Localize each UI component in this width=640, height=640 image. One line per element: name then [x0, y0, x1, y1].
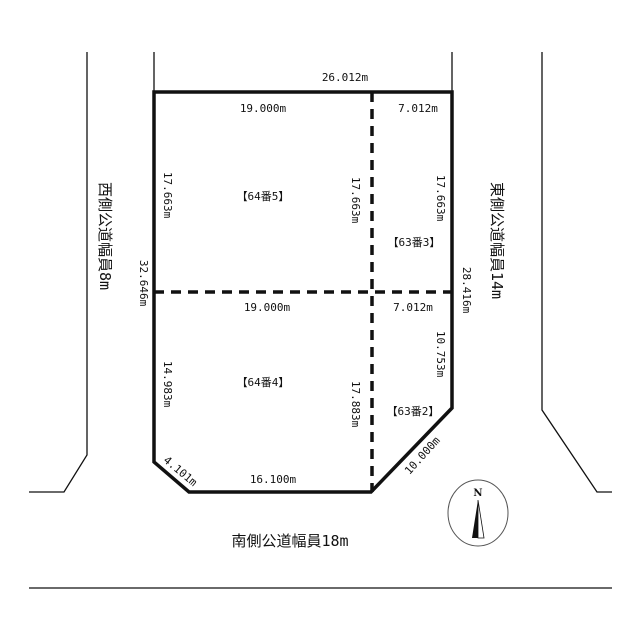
dim-top-total: 26.012m — [322, 71, 369, 84]
west-road-label: 西側公道幅員8m — [96, 182, 114, 290]
dim-mid-east: 7.012m — [393, 301, 433, 314]
north-compass-icon: N — [447, 479, 509, 547]
dim-east-lower: 10.753m — [434, 331, 447, 378]
dim-bottom: 16.100m — [250, 473, 297, 486]
compass-north-label: N — [473, 488, 482, 499]
dim-east-total: 28.416m — [460, 267, 473, 314]
lot-label-64-5: 【64番5】 — [237, 190, 290, 203]
lot-label-64-4: 【64番4】 — [237, 376, 290, 389]
dim-west-total: 32.646m — [137, 260, 150, 307]
dim-top-east: 7.012m — [398, 102, 438, 115]
lot-label-63-2: 【63番2】 — [387, 405, 440, 418]
lot-label-63-3: 【63番3】 — [388, 236, 441, 249]
dim-center-upper: 17.663m — [349, 177, 362, 224]
east-road-label: 東側公道幅員14m — [488, 182, 506, 299]
west-road-edge — [29, 52, 88, 493]
dim-center-lower: 17.883m — [349, 381, 362, 428]
dim-east-upper: 17.663m — [434, 175, 447, 222]
dim-top-west: 19.000m — [240, 102, 287, 115]
dim-west-lower: 14.983m — [161, 361, 174, 408]
south-road-label: 南側公道幅員18m — [231, 532, 348, 550]
dim-west-upper: 17.663m — [161, 172, 174, 219]
plot-boundary — [152, 90, 454, 494]
east-road-edge — [541, 52, 612, 493]
dim-mid-west: 19.000m — [244, 301, 291, 314]
